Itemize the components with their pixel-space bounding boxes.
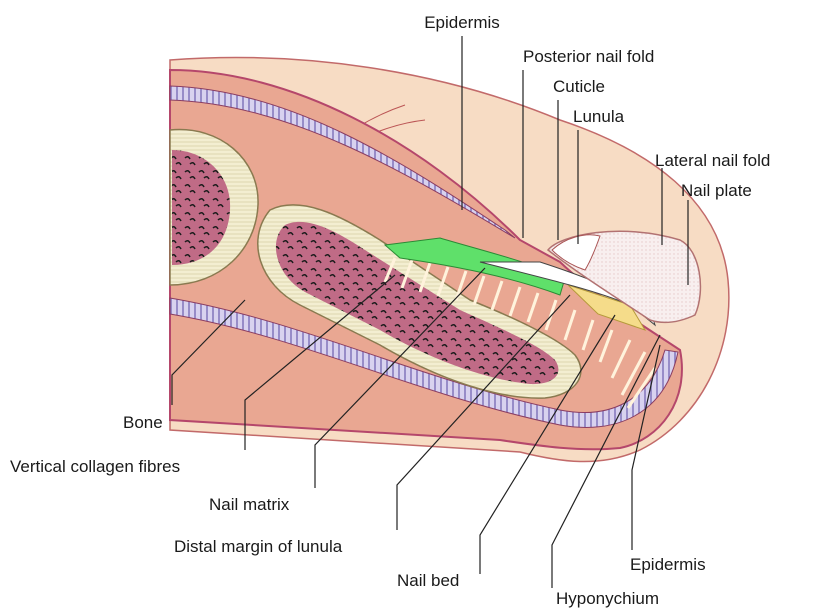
- label-epidermis-bottom: Epidermis: [630, 555, 706, 574]
- label-nail-bed: Nail bed: [397, 571, 459, 590]
- label-vertical-collagen-fibres: Vertical collagen fibres: [10, 457, 180, 476]
- label-cuticle: Cuticle: [553, 77, 605, 96]
- label-bone: Bone: [123, 413, 163, 432]
- label-nail-plate: Nail plate: [681, 181, 752, 200]
- label-epidermis-top: Epidermis: [424, 13, 500, 32]
- finger-illustration: [170, 58, 729, 462]
- label-hyponychium: Hyponychium: [556, 589, 659, 608]
- label-lunula: Lunula: [573, 107, 625, 126]
- label-nail-matrix: Nail matrix: [209, 495, 290, 514]
- label-lateral-nail-fold: Lateral nail fold: [655, 151, 770, 170]
- label-posterior-nail-fold: Posterior nail fold: [523, 47, 654, 66]
- label-distal-margin-of-lunula: Distal margin of lunula: [174, 537, 343, 556]
